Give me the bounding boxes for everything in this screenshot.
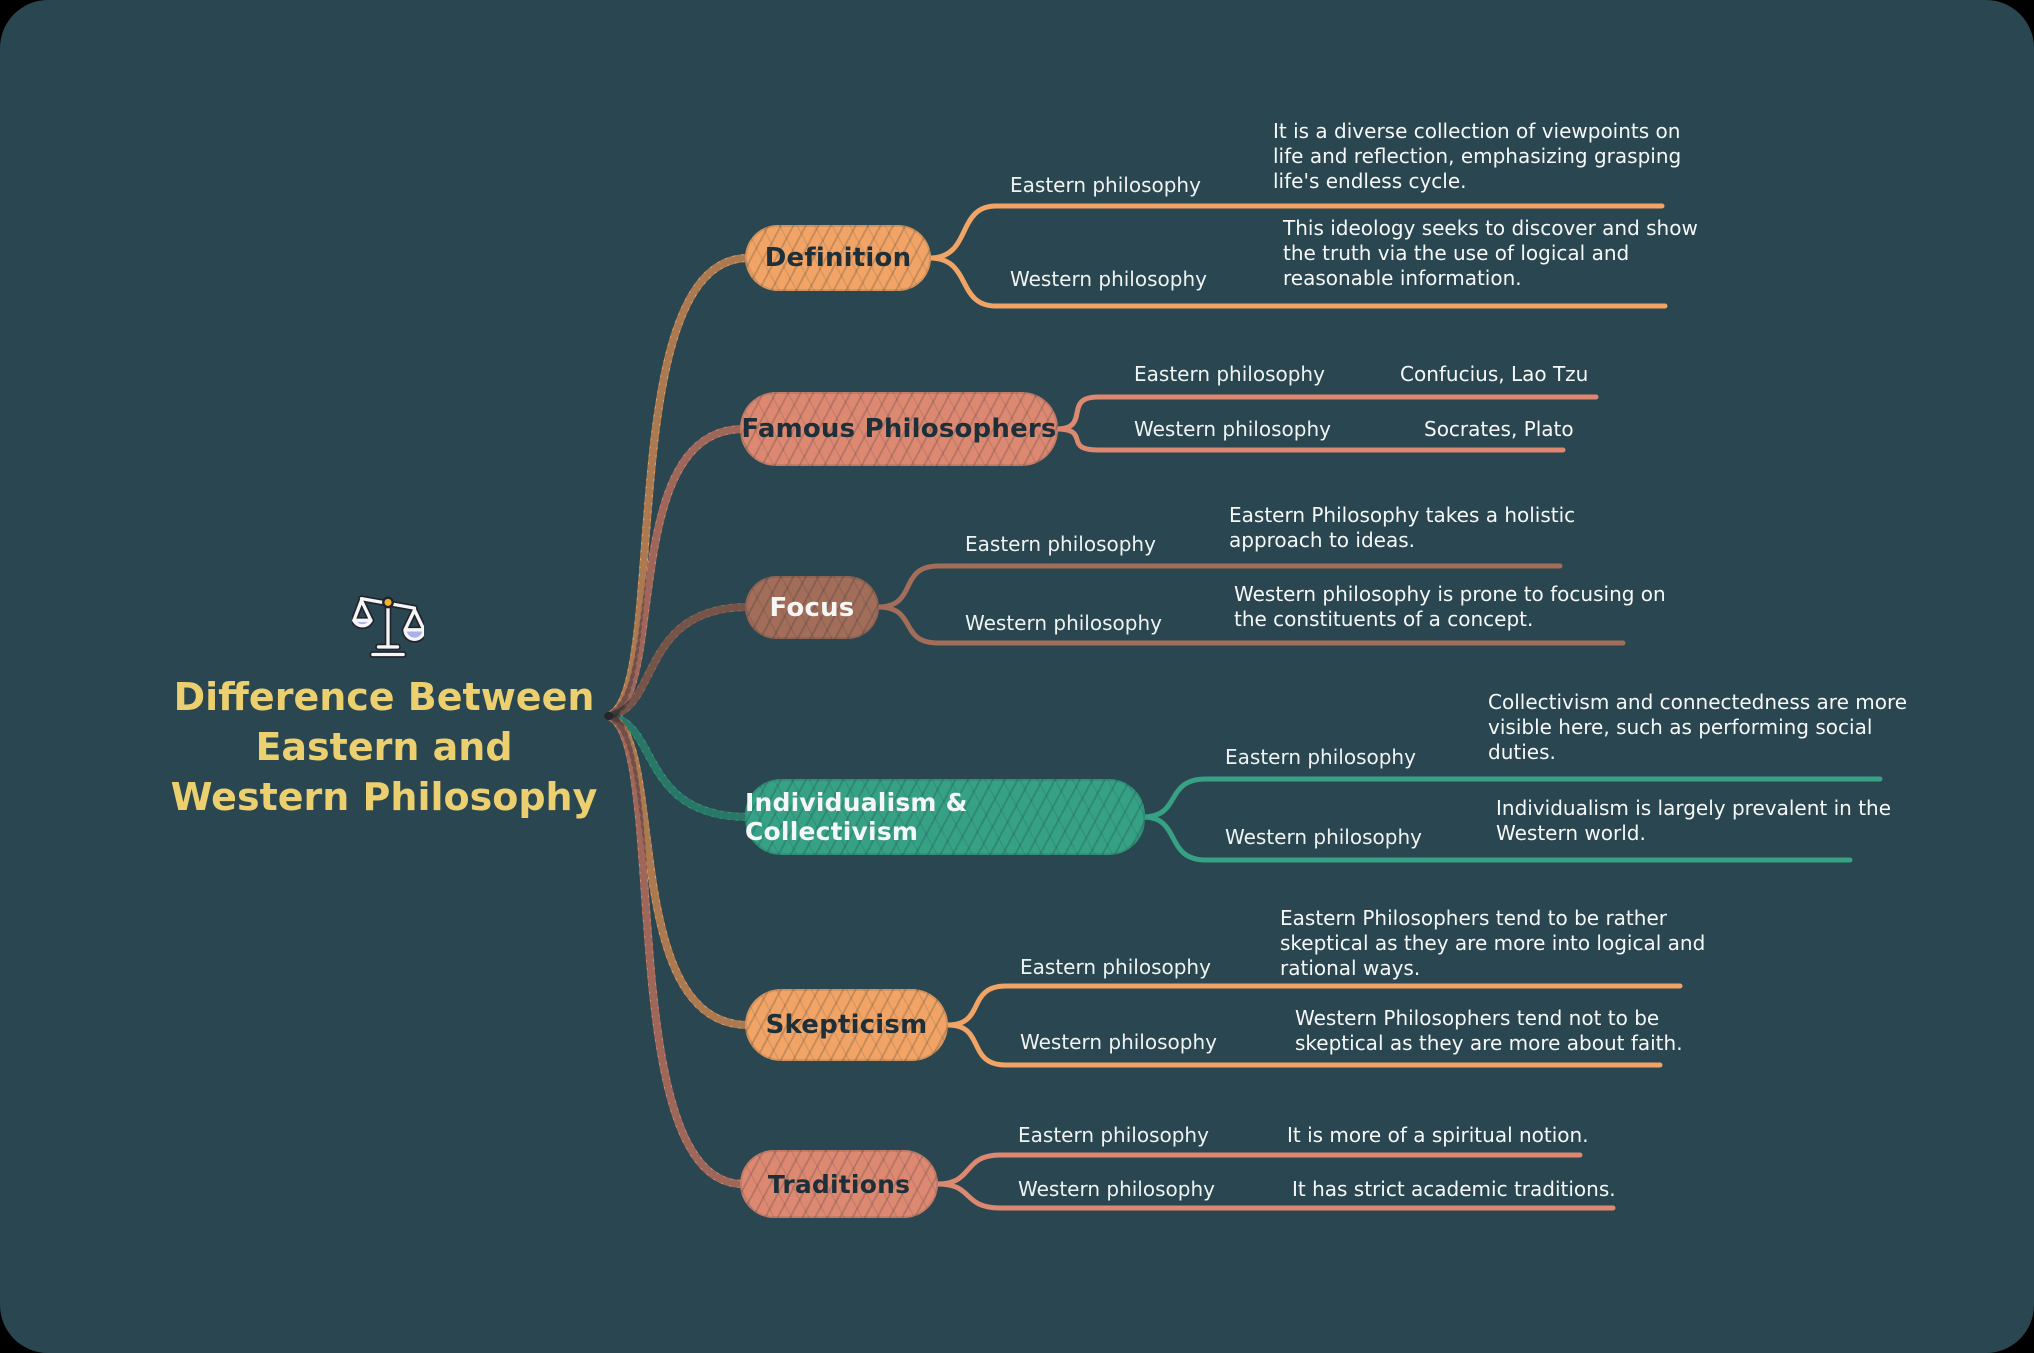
branch-label: Famous Philosophers [741, 414, 1057, 444]
branch-label: Traditions [767, 1169, 911, 1199]
child-desc-eastern: It is a diverse collection of viewpoints… [1273, 119, 1682, 193]
branch-node-traditions[interactable]: Traditions [740, 1150, 938, 1218]
child-label-eastern[interactable]: Eastern philosophy [1020, 955, 1211, 979]
title-line: Western Philosophy [170, 775, 598, 819]
child-label-western[interactable]: Western philosophy [1010, 267, 1207, 291]
child-desc-western: Individualism is largely prevalent in th… [1496, 796, 1892, 845]
child-desc-western: This ideology seeks to discover and show… [1283, 216, 1698, 290]
child-label-eastern[interactable]: Eastern philosophy [1010, 173, 1201, 197]
branch-node-definition[interactable]: Definition [745, 225, 931, 291]
branch-label: Definition [764, 243, 912, 273]
child-label-eastern[interactable]: Eastern philosophy [1225, 745, 1416, 769]
child-label-western[interactable]: Western philosophy [1020, 1030, 1217, 1054]
child-label-western[interactable]: Western philosophy [1134, 417, 1331, 441]
branch-node-skepticism[interactable]: Skepticism [745, 989, 948, 1061]
child-label-eastern[interactable]: Eastern philosophy [965, 532, 1156, 556]
child-label-western[interactable]: Western philosophy [965, 611, 1162, 635]
child-label-eastern[interactable]: Eastern philosophy [1018, 1123, 1209, 1147]
child-desc-western: Western philosophy is prone to focusing … [1234, 582, 1666, 631]
branch-label: Skepticism [765, 1010, 928, 1040]
branch-label: Individualism & Collectivism [745, 788, 968, 846]
child-desc-eastern: It is more of a spiritual notion. [1287, 1123, 1589, 1147]
branch-label: Focus [769, 592, 855, 623]
page-title: Difference Between Eastern and Western P… [148, 672, 620, 822]
child-desc-eastern: Eastern Philosophy takes a holistic appr… [1229, 503, 1576, 552]
child-desc-eastern: Collectivism and connectedness are more … [1488, 690, 1908, 764]
title-line: Eastern and [255, 725, 513, 769]
child-desc-eastern: Eastern Philosophers tend to be rather s… [1280, 906, 1706, 980]
child-desc-eastern: Confucius, Lao Tzu [1400, 362, 1589, 386]
branch-node-focus[interactable]: Focus [745, 576, 879, 639]
child-label-western[interactable]: Western philosophy [1225, 825, 1422, 849]
child-desc-western: Socrates, Plato [1424, 417, 1574, 441]
child-desc-western: It has strict academic traditions. [1292, 1177, 1616, 1201]
branch-node-individualism-collectivism[interactable]: Individualism & Collectivism [745, 779, 1145, 855]
balance-scale-icon [352, 595, 424, 658]
child-label-western[interactable]: Western philosophy [1018, 1177, 1215, 1201]
child-label-eastern[interactable]: Eastern philosophy [1134, 362, 1325, 386]
branch-node-famous-philosophers[interactable]: Famous Philosophers [740, 392, 1058, 466]
title-line: Difference Between [173, 675, 595, 719]
child-desc-western: Western Philosophers tend not to be skep… [1295, 1006, 1683, 1055]
